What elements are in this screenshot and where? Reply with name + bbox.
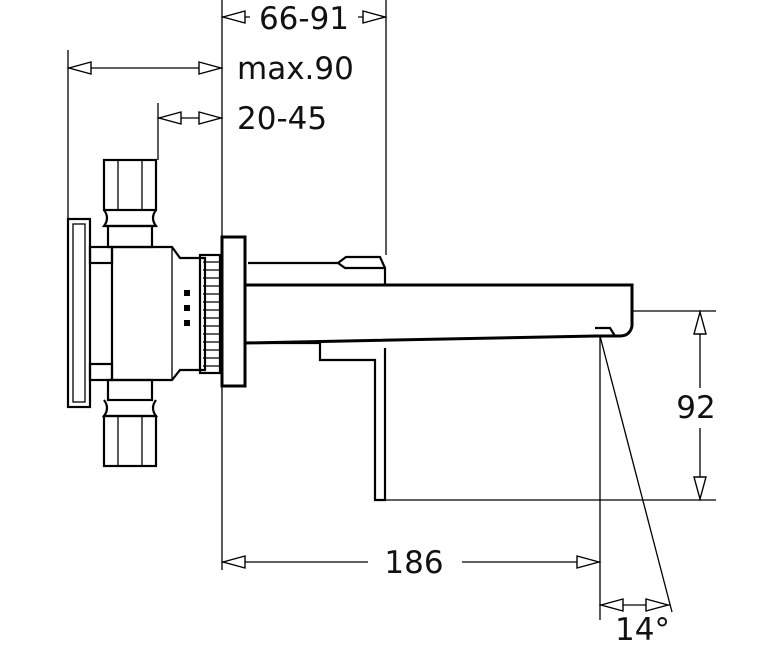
arrowhead-left bbox=[66, 61, 92, 75]
arrowhead-right bbox=[198, 61, 224, 75]
dimension-186: 186 bbox=[220, 336, 602, 620]
dimension-max-90: max.90 bbox=[66, 50, 354, 220]
dimension-label-186: 186 bbox=[384, 545, 443, 581]
bottom-connection-nut bbox=[101, 378, 159, 468]
dimension-label-66-91: 66-91 bbox=[259, 1, 349, 37]
arrowhead-left bbox=[220, 555, 246, 569]
arrowhead-up bbox=[693, 309, 707, 335]
dimension-label-92: 92 bbox=[676, 390, 715, 426]
wall-rosette bbox=[220, 235, 247, 388]
top-connection-nut bbox=[101, 158, 159, 249]
arrowhead-left bbox=[220, 10, 246, 24]
dimension-92: 92 bbox=[385, 309, 722, 502]
dimension-20-45: 20-45 bbox=[156, 101, 327, 160]
arrowhead-left bbox=[156, 111, 182, 125]
dimension-label-20-45: 20-45 bbox=[237, 101, 327, 137]
dimension-angle-14: 14° bbox=[598, 335, 673, 648]
dimension-label-14-degrees: 14° bbox=[615, 612, 670, 648]
arrowhead-right bbox=[198, 111, 224, 125]
arrowhead-left bbox=[598, 598, 624, 612]
arrowhead-right bbox=[576, 555, 602, 569]
lever-handle bbox=[245, 341, 387, 502]
arrowhead-down bbox=[693, 476, 707, 502]
thread-lines bbox=[203, 261, 220, 367]
spout bbox=[244, 255, 634, 345]
arrowhead-right bbox=[362, 10, 388, 24]
dimension-label-max-90: max.90 bbox=[237, 51, 354, 87]
concealed-valve-body bbox=[66, 217, 222, 409]
arrowhead-right bbox=[645, 598, 671, 612]
dimension-66-91: 66-91 bbox=[220, 0, 388, 570]
